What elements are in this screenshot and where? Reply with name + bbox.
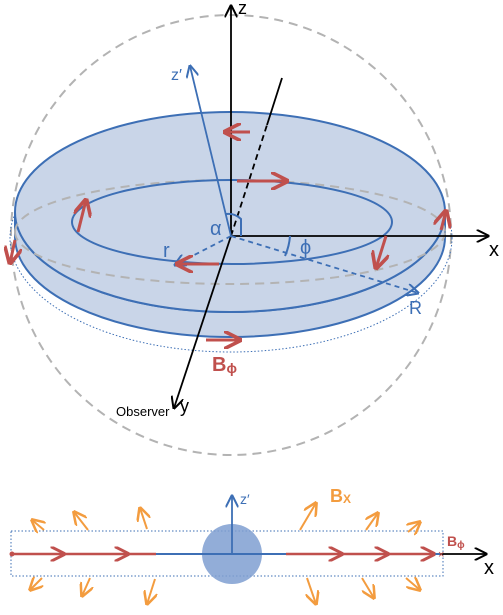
field-arrow-inner-left bbox=[78, 200, 86, 233]
label-observer: Observer bbox=[116, 404, 170, 419]
field-arrow-inner-right bbox=[376, 235, 386, 268]
bottom-label-bphi: Bϕ bbox=[447, 533, 465, 551]
label-phi: ϕ bbox=[300, 237, 311, 259]
radial-arrow-r4 bbox=[307, 577, 316, 604]
y-axis bbox=[174, 235, 232, 408]
radial-arrow-r6 bbox=[405, 578, 420, 590]
bottom-label-z-prime: z′ bbox=[240, 491, 250, 507]
radial-arrow-r3 bbox=[408, 522, 420, 532]
label-y: y bbox=[180, 396, 189, 416]
bottom-field-arrows: × bbox=[9, 549, 444, 561]
label-x: x bbox=[489, 239, 499, 261]
radial-arrow-r5 bbox=[361, 577, 374, 598]
radial-arrow-l2 bbox=[74, 512, 89, 531]
label-b-phi: Bϕ bbox=[212, 354, 237, 376]
bottom-label-bphi-sub: ϕ bbox=[457, 540, 465, 551]
radial-arrow-l6 bbox=[147, 578, 155, 604]
z-prime-axis bbox=[190, 66, 232, 237]
inner-ring bbox=[71, 179, 393, 265]
bottom-label-bx: BX bbox=[330, 486, 351, 506]
label-R: R bbox=[409, 298, 422, 318]
bfield-end-mark: × bbox=[438, 549, 444, 561]
phi-arc bbox=[284, 235, 291, 257]
observer-direction-solid bbox=[266, 77, 283, 126]
label-r: r bbox=[163, 240, 170, 262]
radial-arrow-l5 bbox=[82, 577, 90, 596]
field-arrow-outer-left bbox=[10, 239, 15, 263]
label-z-prime: z′ bbox=[171, 67, 182, 84]
disk-side-view: × z′ x BX Bϕ bbox=[9, 486, 494, 604]
bottom-label-bx-sub: X bbox=[343, 492, 351, 506]
r-radius bbox=[175, 235, 232, 265]
radial-arrows bbox=[30, 503, 420, 604]
field-arrows bbox=[10, 132, 446, 340]
label-b-phi-sub: ϕ bbox=[226, 360, 237, 376]
bfield-origin-dot bbox=[9, 551, 15, 557]
radial-arrow-l4 bbox=[30, 578, 42, 590]
radial-arrow-l3 bbox=[140, 508, 147, 530]
radial-arrow-r1 bbox=[299, 503, 316, 531]
R-radius bbox=[230, 235, 418, 293]
sphere-equator-front bbox=[14, 231, 446, 285]
bottom-label-x: x bbox=[484, 557, 494, 579]
disk-3d-view: z x y z′ α ϕ r R Bϕ Observer bbox=[10, 0, 499, 456]
label-alpha: α bbox=[210, 218, 222, 240]
label-z: z bbox=[238, 0, 247, 18]
alpha-arc bbox=[225, 212, 242, 236]
radial-arrow-l1 bbox=[32, 520, 44, 530]
radial-arrow-r2 bbox=[366, 513, 378, 531]
field-arrow-outer-right bbox=[441, 211, 446, 231]
